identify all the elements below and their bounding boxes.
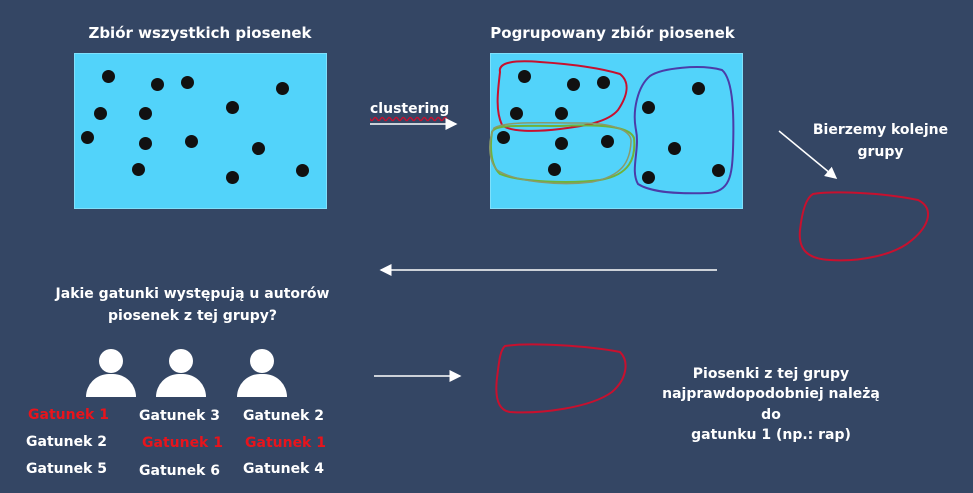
author-3-genre-1: Gatunek 2	[243, 408, 324, 424]
selected-group-outline	[798, 191, 929, 262]
green-cluster-outline	[490, 124, 636, 183]
song-dot	[555, 107, 568, 120]
song-dot	[185, 135, 198, 148]
red-cluster-outline	[496, 60, 628, 132]
clustering-label: clustering	[370, 101, 450, 117]
song-dot	[692, 82, 705, 95]
author-1-genre-1: Gatunek 1	[28, 407, 109, 423]
take-group-arrow	[778, 130, 838, 179]
song-dot	[276, 82, 289, 95]
song-dot	[139, 137, 152, 150]
all-songs-title: Zbiór wszystkich piosenek	[88, 24, 312, 42]
author-icon	[85, 349, 137, 397]
result-group-outline	[495, 343, 627, 414]
conclusion-text: Piosenki z tej grupy najprawdopodobniej …	[662, 366, 880, 443]
purple-cluster-outline	[633, 66, 735, 195]
song-dot	[151, 78, 164, 91]
song-dot	[642, 101, 655, 114]
author-2-genre-2: Gatunek 1	[142, 435, 223, 451]
song-dot	[548, 163, 561, 176]
grouped-songs-title: Pogrupowany zbiór piosenek	[490, 24, 735, 42]
song-dot	[668, 142, 681, 155]
song-dot	[252, 142, 265, 155]
song-dot	[81, 131, 94, 144]
song-dot	[601, 135, 614, 148]
song-dot	[132, 163, 145, 176]
author-1-genre-2: Gatunek 2	[26, 434, 107, 450]
author-1-genre-3: Gatunek 5	[26, 461, 107, 477]
song-dot	[518, 70, 531, 83]
song-dot	[555, 137, 568, 150]
author-icon	[236, 349, 288, 397]
song-dot	[226, 171, 239, 184]
song-dot	[597, 76, 610, 89]
all-songs-panel	[74, 53, 327, 209]
author-2-genre-1: Gatunek 3	[139, 408, 220, 424]
song-dot	[567, 78, 580, 91]
song-dot	[139, 107, 152, 120]
song-dot	[642, 171, 655, 184]
song-dot	[510, 107, 523, 120]
song-dot	[102, 70, 115, 83]
author-3-genre-3: Gatunek 4	[243, 461, 324, 477]
song-dot	[497, 131, 510, 144]
question-text: Jakie gatunki występują u autorów piosen…	[55, 286, 330, 324]
take-groups-text: Bierzemy kolejne grupy	[812, 122, 949, 160]
song-dot	[94, 107, 107, 120]
song-dot	[712, 164, 725, 177]
author-icon	[155, 349, 207, 397]
song-dot	[296, 164, 309, 177]
author-3-genre-2: Gatunek 1	[245, 435, 326, 451]
song-dot	[226, 101, 239, 114]
author-2-genre-3: Gatunek 6	[139, 463, 220, 479]
song-dot	[181, 76, 194, 89]
